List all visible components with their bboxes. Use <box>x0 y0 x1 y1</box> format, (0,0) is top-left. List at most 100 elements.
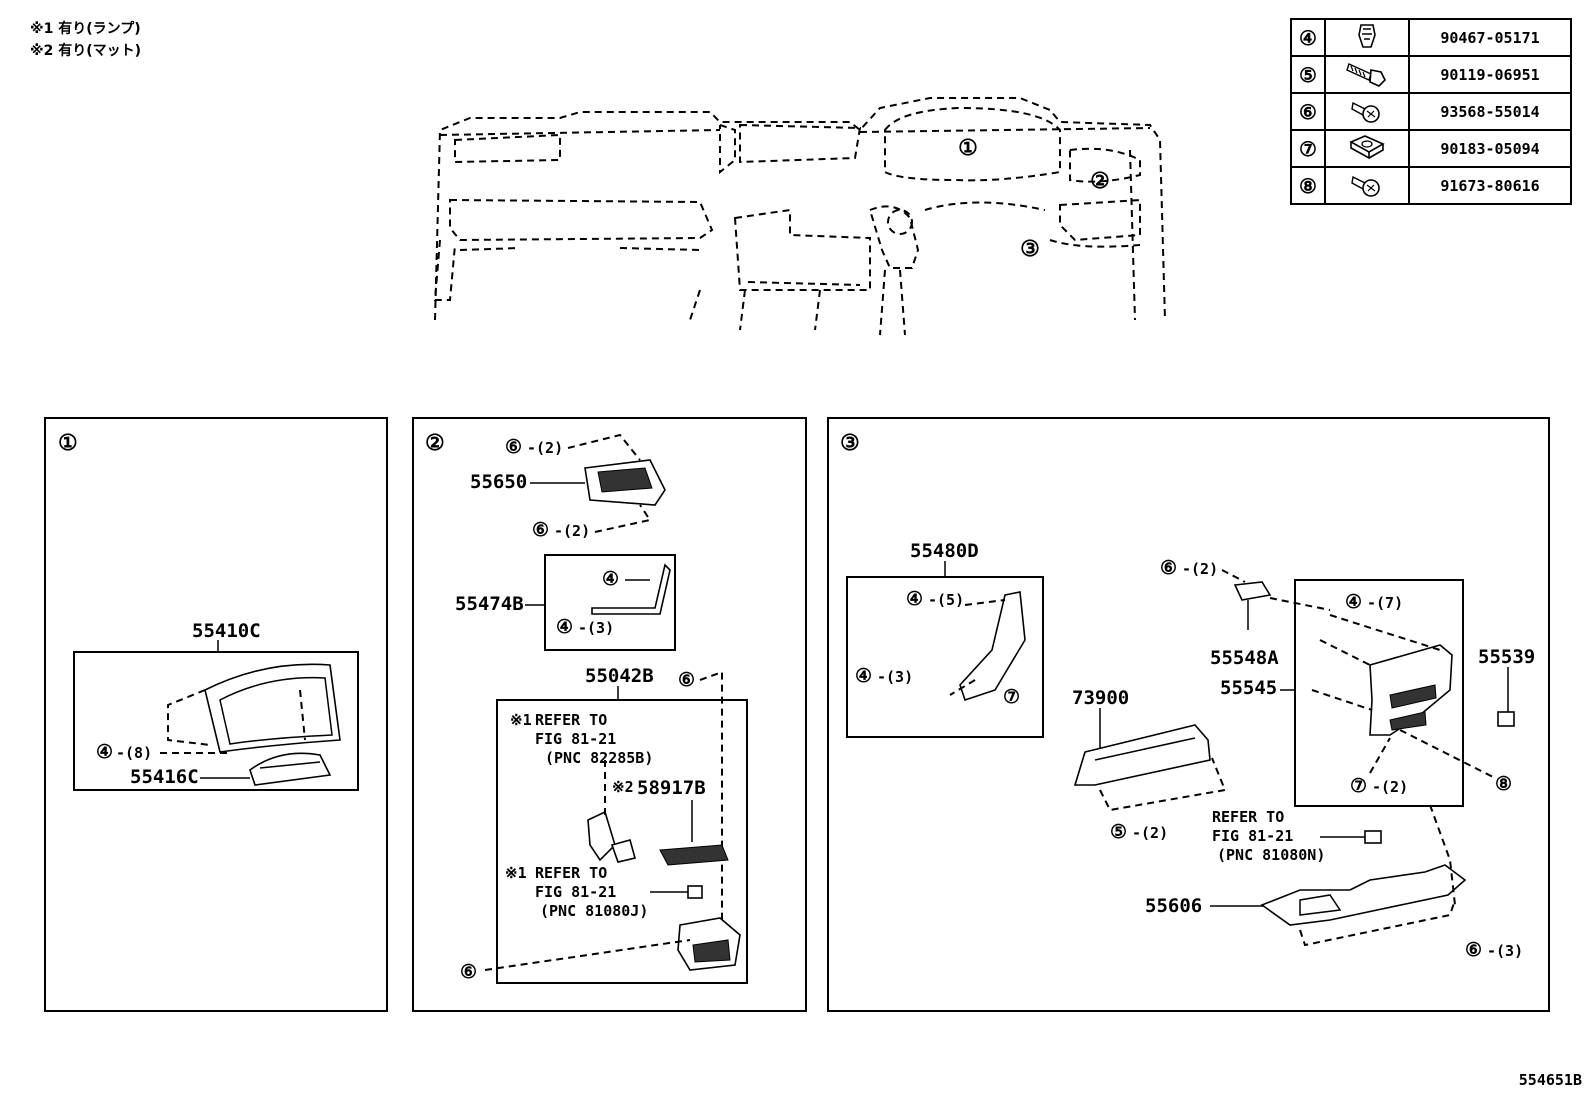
assembly-box-55042b <box>496 699 748 984</box>
note-2: ※2 有り(マット) <box>30 43 142 59</box>
fastener-part-number: 93568-55014 <box>1408 92 1572 131</box>
s2-qty3: -(3) <box>578 619 614 637</box>
lamp-82285b <box>587 760 636 863</box>
center-panel-55545 <box>1311 614 1453 736</box>
fastener-row: ④ 90467-05171 <box>1290 18 1572 57</box>
fastener-ref: ⑦ <box>1290 129 1326 168</box>
figure-code: 554651B <box>1518 1071 1582 1089</box>
fastener-part-number: 90467-05171 <box>1408 18 1572 57</box>
s2-qty2-bottom: -(2) <box>554 522 590 540</box>
assembly-box-55474b <box>544 554 676 651</box>
dashboard-overview <box>433 97 1166 336</box>
s3-qty2-5: -(2) <box>1132 824 1168 842</box>
s3-mark4-a: ④ <box>906 588 923 610</box>
lamp-81080j <box>687 885 703 899</box>
s2-ref-a-line1: REFER TO <box>535 711 607 729</box>
pn-55416c: 55416C <box>130 766 199 788</box>
mat-58917b <box>659 844 729 866</box>
section-3-number: ③ <box>840 431 860 456</box>
s2-mark6-right: ⑥ <box>678 669 695 691</box>
pn-55545: 55545 <box>1220 677 1277 699</box>
section-2-frame <box>412 417 807 1012</box>
s2-qty2-top: -(2) <box>527 439 563 457</box>
s3-qty7: -(7) <box>1367 594 1403 612</box>
s3-mark4-b: ④ <box>855 665 872 687</box>
s2-ref-a-line3: (PNC 82285B) <box>545 749 653 767</box>
meter-cluster-55410c <box>167 663 341 753</box>
fastener-row: ⑤ 90119-06951 <box>1290 55 1572 94</box>
s3-mark7-b: ⑦ <box>1350 775 1367 797</box>
s3-ref-c-line2: FIG 81-21 <box>1212 827 1293 845</box>
fastener-part-number: 91673-80616 <box>1408 166 1572 205</box>
fastener-row: ⑧ 91673-80616 <box>1290 166 1572 205</box>
pn-55042b: 55042B <box>585 665 654 687</box>
vent-55548a <box>1233 581 1272 601</box>
pn-55606: 55606 <box>1145 895 1202 917</box>
pn-55548a: 55548A <box>1210 647 1279 669</box>
bezel-strip-55474b <box>591 563 671 615</box>
fastener-row: ⑦ 90183-05094 <box>1290 129 1572 168</box>
s3-mark8: ⑧ <box>1495 773 1512 795</box>
s2-note-mark2: ※2 <box>612 778 634 796</box>
assembly-box-55480d <box>846 576 1044 738</box>
s3-mark6-a: ⑥ <box>1160 557 1177 579</box>
nut-icon <box>1324 129 1410 168</box>
fastener-part-number: 90119-06951 <box>1408 55 1572 94</box>
pn-55474b: 55474B <box>455 593 524 615</box>
section-1-qty-8: -(8) <box>116 744 152 762</box>
section-3-frame <box>827 417 1550 1012</box>
screw-icon <box>1324 166 1410 205</box>
switch-55539 <box>1497 711 1515 727</box>
note-1: ※1 有り(ランプ) <box>30 21 141 37</box>
assembly-box-55545 <box>1294 579 1464 807</box>
s3-qty3-6: -(3) <box>1487 942 1523 960</box>
s3-ref-c-line3: (PNC 81080N) <box>1217 846 1325 864</box>
s2-mark6-lower: ⑥ <box>460 961 477 983</box>
fastener-row: ⑥ 93568-55014 <box>1290 92 1572 131</box>
section-2-number: ② <box>425 431 445 456</box>
pn-55410c: 55410C <box>192 620 261 642</box>
s3-mark7-a: ⑦ <box>1003 686 1020 708</box>
s2-note-mark1-a: ※1 <box>510 711 532 729</box>
fastener-ref: ⑧ <box>1290 166 1326 205</box>
screw-icon <box>1324 92 1410 131</box>
s2-mark4-a: ④ <box>602 568 619 590</box>
s3-qty5: -(5) <box>928 591 964 609</box>
pn-55539: 55539 <box>1478 646 1535 668</box>
s2-note-mark1-b: ※1 <box>505 864 527 882</box>
section-1-fastener-4: ④ <box>96 741 113 763</box>
overview-callout-3: ③ <box>1020 237 1040 262</box>
fastener-part-number: 90183-05094 <box>1408 129 1572 168</box>
overview-callout-1: ① <box>958 136 978 161</box>
panel-73900 <box>1073 724 1211 786</box>
s2-mark4-b: ④ <box>556 616 573 638</box>
pn-73900: 73900 <box>1072 687 1129 709</box>
s3-mark6-b: ⑥ <box>1465 939 1482 961</box>
s3-qty3: -(3) <box>877 668 913 686</box>
s3-ref-c-line1: REFER TO <box>1212 808 1284 826</box>
pn-55480d: 55480D <box>910 540 979 562</box>
hood-55416c <box>249 752 332 786</box>
s3-qty2-6a: -(2) <box>1182 560 1218 578</box>
pn-58917b: 58917B <box>637 777 706 799</box>
s3-mark5: ⑤ <box>1110 821 1127 843</box>
s2-ref-b-line3: (PNC 81080J) <box>540 902 648 920</box>
fastener-table: ④ 90467-05171 ⑤ 90119-06951 ⑥ 93568-55014 ⑦ 901… <box>1290 18 1572 205</box>
fastener-ref: ⑥ <box>1290 92 1326 131</box>
lower-panel-55606 <box>1260 864 1467 926</box>
vent-55650 <box>584 459 666 506</box>
s3-mark4-c: ④ <box>1345 591 1362 613</box>
section-1-number: ① <box>58 431 78 456</box>
bolt-icon <box>1324 55 1410 94</box>
s3-qty2-7: -(2) <box>1372 778 1408 796</box>
assembly-box-55410c <box>73 651 359 791</box>
s2-mark6-bottom: ⑥ <box>532 519 549 541</box>
overview-callout-2: ② <box>1090 169 1110 194</box>
s2-mark6-top: ⑥ <box>505 436 522 458</box>
fastener-ref: ⑤ <box>1290 55 1326 94</box>
side-panel-55480d <box>949 591 1026 702</box>
s2-ref-b-line2: FIG 81-21 <box>535 883 616 901</box>
s2-ref-b-line1: REFER TO <box>535 864 607 882</box>
fastener-ref: ④ <box>1290 18 1326 57</box>
